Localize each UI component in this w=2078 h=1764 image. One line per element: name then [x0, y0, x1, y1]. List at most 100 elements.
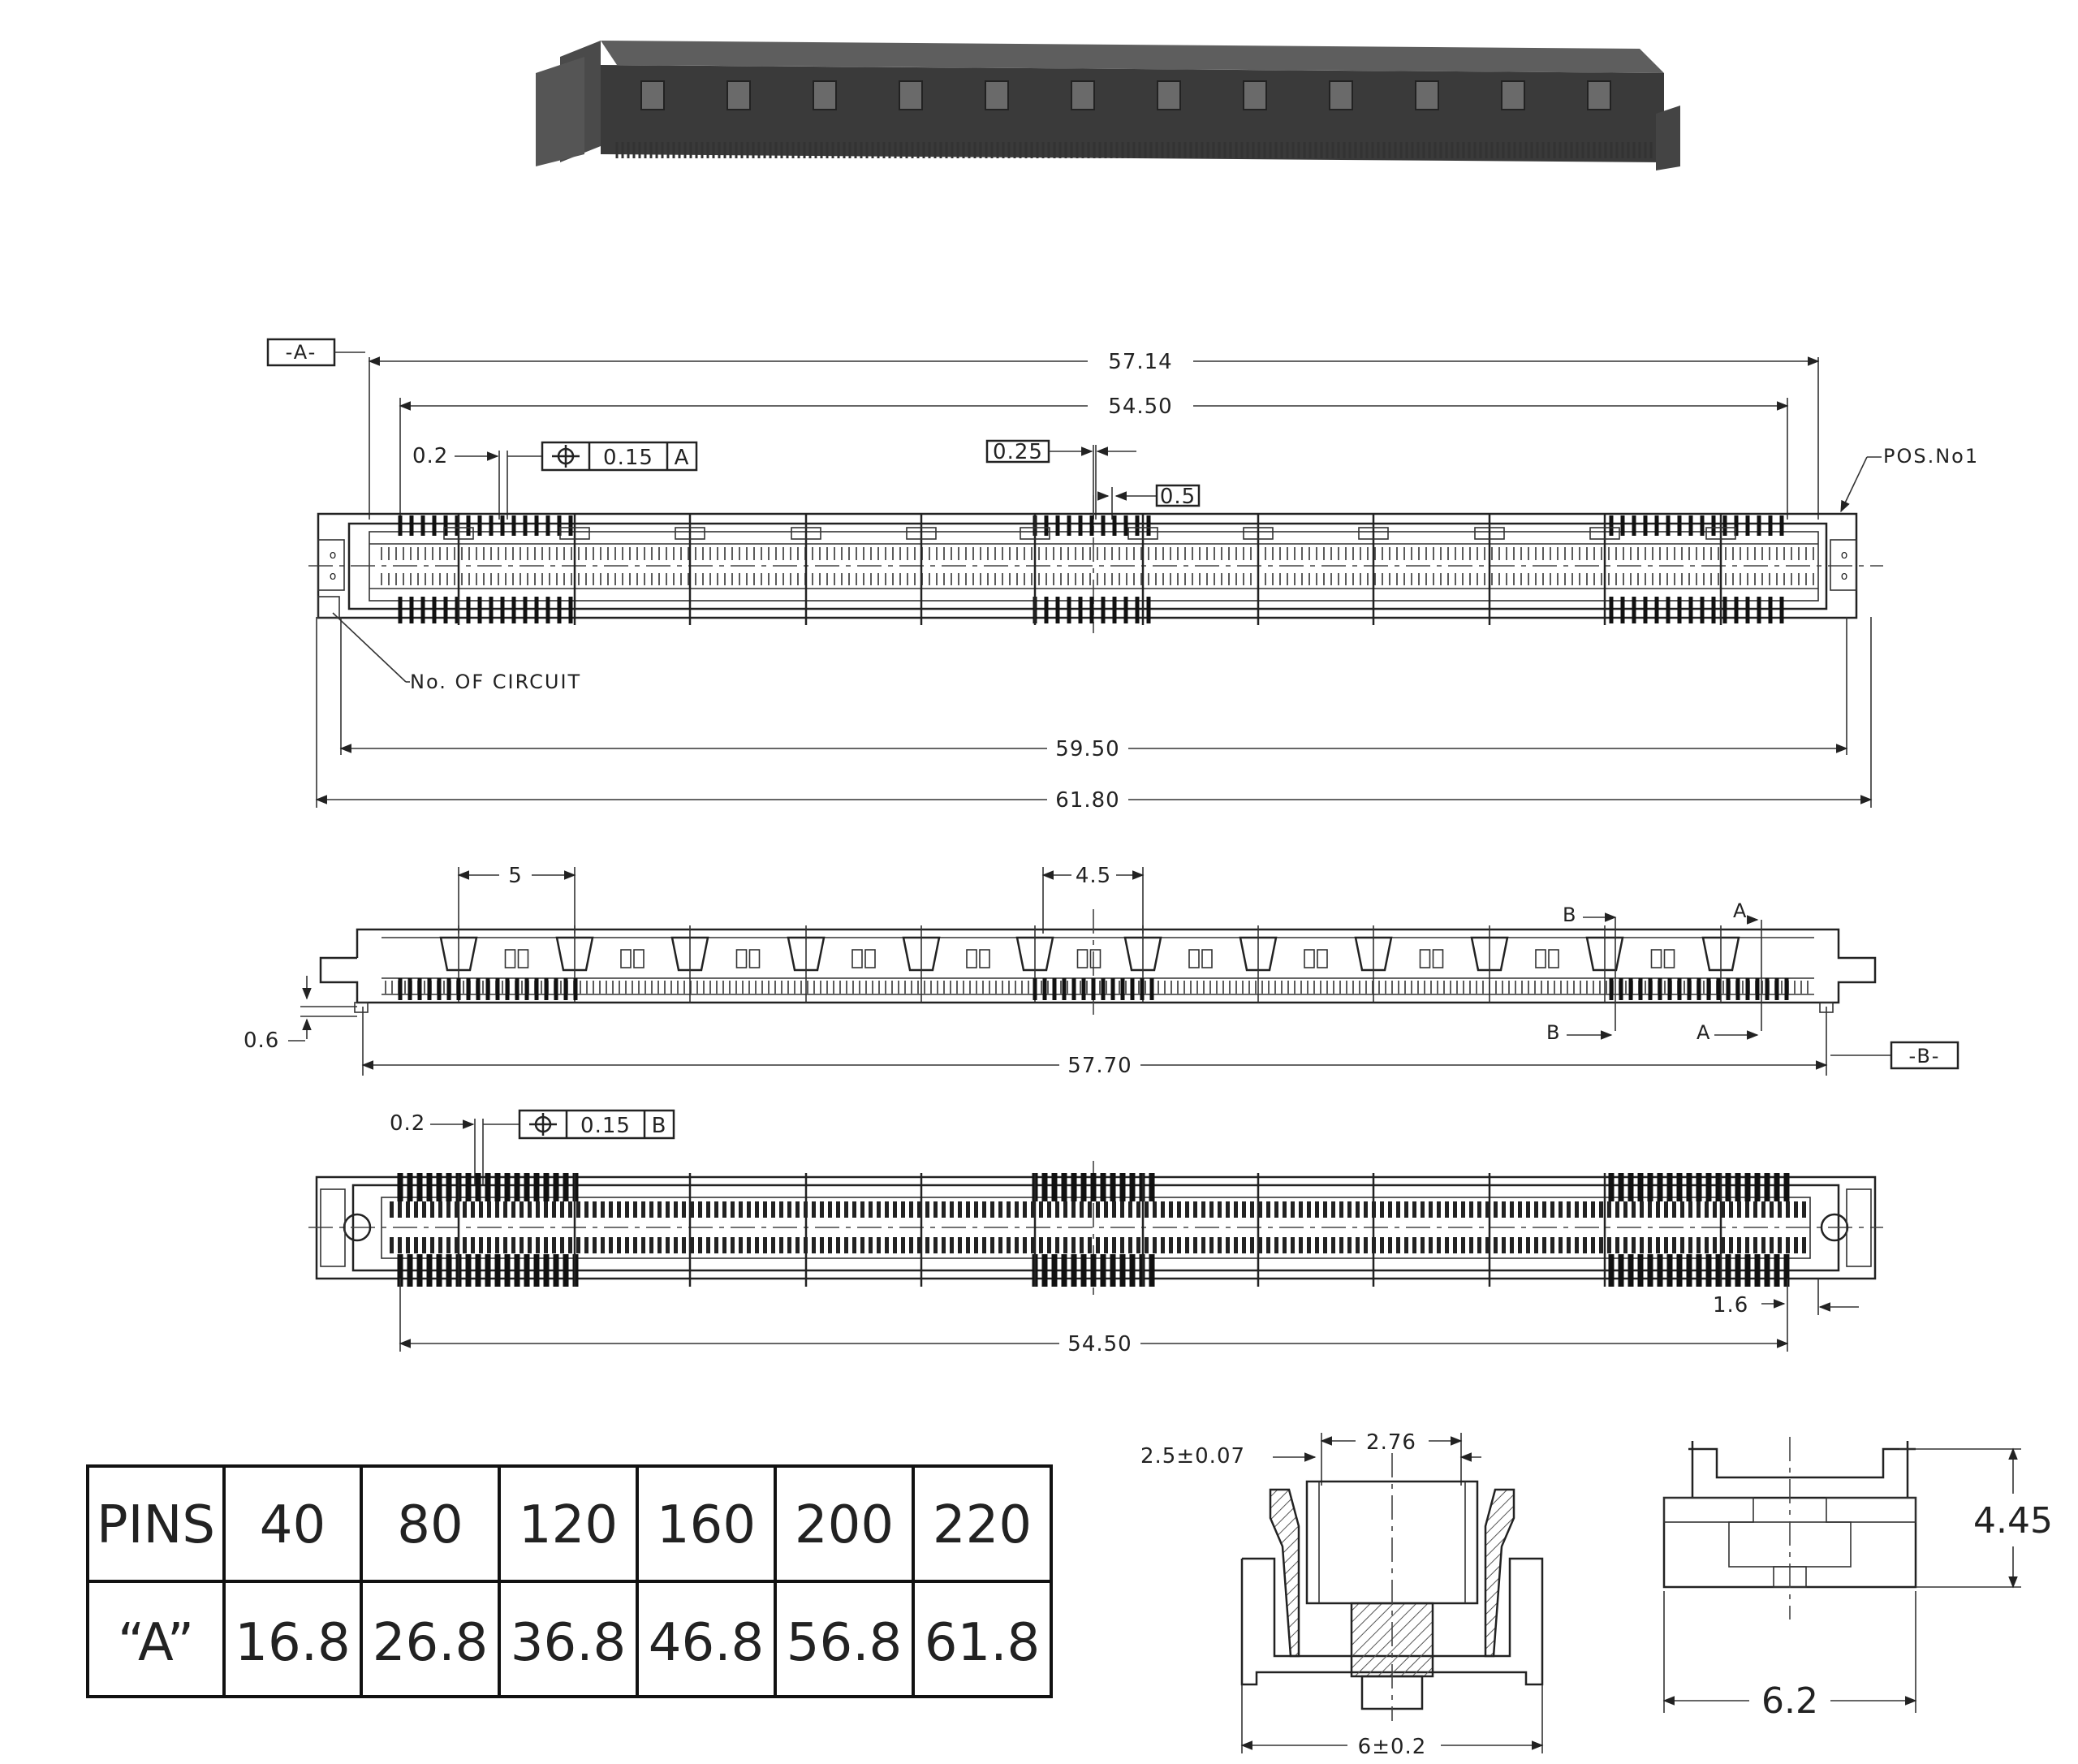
bottom-pin	[1510, 1237, 1514, 1253]
bottom-pin	[1307, 1201, 1311, 1218]
bottom-pin	[1437, 1237, 1441, 1253]
bottom-pin	[1713, 1201, 1717, 1218]
bottom-pin	[1169, 1201, 1173, 1218]
bottom-pin	[414, 1201, 418, 1218]
bottom-pin	[1802, 1201, 1806, 1218]
bottom-pin	[1039, 1201, 1043, 1218]
dim-peg-pitch-4-5: 4.5	[1076, 864, 1111, 888]
bottom-pin	[974, 1201, 978, 1218]
bottom-pin	[1477, 1201, 1481, 1218]
bottom-pin	[568, 1237, 572, 1253]
bottom-pin	[1688, 1237, 1692, 1253]
bottom-pin	[1031, 1237, 1035, 1253]
bottom-pin	[1331, 1201, 1335, 1218]
bottom-pin	[1469, 1201, 1473, 1218]
bottom-pin	[1404, 1201, 1408, 1218]
bottom-pin	[576, 1237, 580, 1253]
bottom-pin	[1007, 1237, 1011, 1253]
bottom-pin	[1185, 1237, 1189, 1253]
bottom-pin	[820, 1237, 824, 1253]
bottom-pin	[942, 1201, 946, 1218]
bottom-pin	[422, 1201, 426, 1218]
side-latch	[1354, 936, 1393, 972]
side-window	[748, 949, 761, 968]
render-latch	[985, 80, 1009, 110]
table-value-cell: 56.8	[787, 1613, 903, 1673]
bottom-pin	[690, 1237, 694, 1253]
bottom-pin	[877, 1201, 881, 1218]
bottom-pin	[869, 1201, 873, 1218]
bottom-pin	[1055, 1201, 1059, 1218]
table-header-cell: 40	[260, 1495, 325, 1555]
bottom-pin	[958, 1201, 962, 1218]
top-latch-cap	[1705, 527, 1736, 540]
bottom-pin	[1120, 1201, 1124, 1218]
bottom-pin	[625, 1237, 629, 1253]
bottom-pin	[925, 1237, 929, 1253]
bottom-pin	[1583, 1237, 1587, 1253]
dim-57-14: 57.14	[1108, 350, 1172, 374]
bottom-pin	[1477, 1237, 1481, 1253]
bottom-pin	[1737, 1201, 1741, 1218]
bottom-pin	[998, 1237, 1002, 1253]
bottom-pin	[1315, 1201, 1319, 1218]
bottom-pin	[1575, 1201, 1579, 1218]
bottom-pin	[1648, 1237, 1652, 1253]
bottom-pin	[1518, 1201, 1522, 1218]
bottom-pin	[1599, 1201, 1603, 1218]
bottom-pin	[828, 1237, 832, 1253]
dim-pin-width-bottom: 0.2	[390, 1111, 425, 1136]
bottom-pin	[1088, 1237, 1092, 1253]
bottom-pin	[974, 1237, 978, 1253]
bottom-pin	[1234, 1237, 1238, 1253]
dim-width-6-2: 6.2	[1761, 1680, 1818, 1722]
bottom-pin	[966, 1201, 970, 1218]
bottom-pin	[1745, 1201, 1749, 1218]
bottom-pin	[1274, 1237, 1278, 1253]
bottom-pin	[1485, 1201, 1490, 1218]
bottom-pin	[909, 1237, 913, 1253]
top-latch-cap	[1474, 527, 1505, 540]
table-value-cell: 36.8	[511, 1613, 627, 1673]
bottom-pin	[1599, 1237, 1603, 1253]
bottom-pin	[601, 1237, 605, 1253]
bottom-pin	[1607, 1237, 1611, 1253]
side-latch	[1470, 936, 1509, 972]
bottom-pin	[1153, 1237, 1157, 1253]
bottom-pin	[747, 1201, 751, 1218]
bottom-pin	[698, 1237, 702, 1253]
bottom-pin	[1153, 1201, 1157, 1218]
render-latch	[726, 80, 751, 110]
bottom-pin	[1526, 1201, 1530, 1218]
dim-wall-2-5: 2.5±0.07	[1140, 1444, 1245, 1469]
bottom-pin	[552, 1237, 556, 1253]
bottom-pin	[1088, 1201, 1092, 1218]
bottom-pin	[852, 1201, 856, 1218]
bottom-view-latches	[457, 1173, 1722, 1287]
dim-standoff: 0.6	[244, 1029, 279, 1053]
bottom-pin	[1664, 1237, 1668, 1253]
bottom-pin	[1607, 1201, 1611, 1218]
bottom-pin	[1331, 1237, 1335, 1253]
bottom-pin	[1502, 1201, 1506, 1218]
bottom-pin	[1283, 1201, 1287, 1218]
bottom-pin	[1380, 1201, 1384, 1218]
bottom-pin	[1396, 1201, 1400, 1218]
table-value-cell: 46.8	[649, 1613, 765, 1673]
bottom-pin	[1623, 1237, 1627, 1253]
bottom-pin	[844, 1201, 848, 1218]
top-latch-cap	[443, 527, 474, 540]
bottom-pin	[1770, 1201, 1774, 1218]
bottom-pin	[674, 1237, 678, 1253]
bottom-pin	[1339, 1201, 1343, 1218]
side-window	[1548, 949, 1559, 968]
bottom-pin	[1218, 1237, 1222, 1253]
side-window	[864, 949, 876, 968]
bottom-pin	[1339, 1237, 1343, 1253]
bottom-pin	[560, 1201, 564, 1218]
bottom-pin	[584, 1237, 588, 1253]
side-latch	[1701, 936, 1740, 972]
datum-b-label: -B-	[1909, 1045, 1941, 1067]
bottom-pin	[1080, 1237, 1084, 1253]
position-tolerance-frame-b	[518, 1109, 675, 1140]
